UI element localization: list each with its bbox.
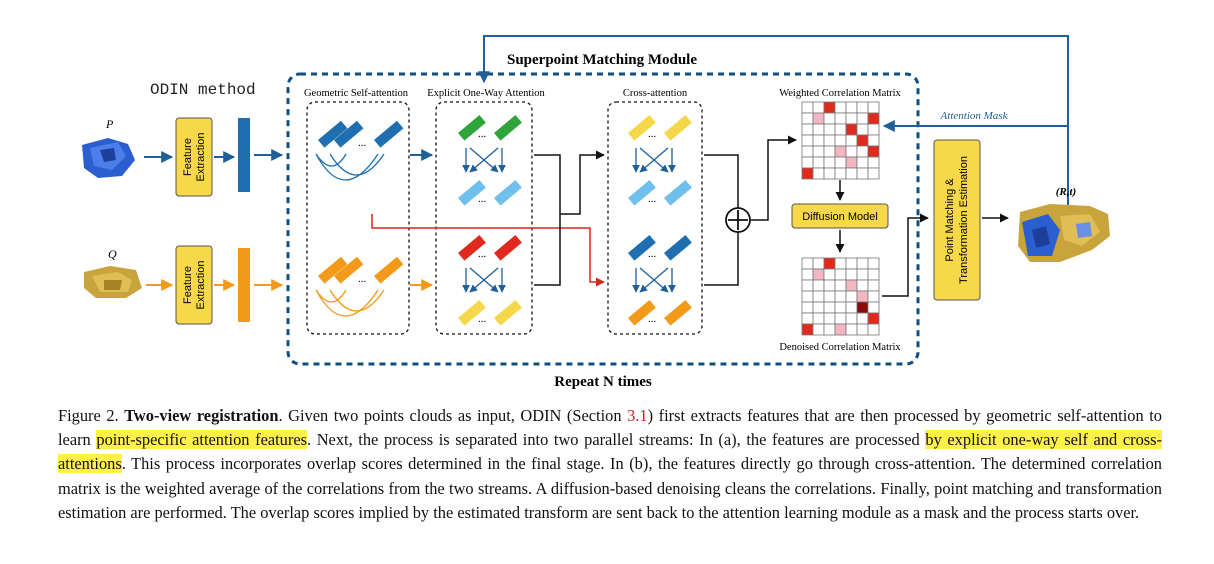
caption-part-1: . Given two points clouds as input, ODIN… xyxy=(278,406,628,425)
red-branch-line xyxy=(371,214,605,287)
denoised-correlation-matrix xyxy=(801,257,880,336)
arrow-denoised-to-pm xyxy=(882,213,929,297)
svg-text:Point Matching &: Point Matching & xyxy=(944,178,956,262)
figure-caption: Figure 2. Two-view registration. Given t… xyxy=(58,404,1162,525)
explicit-attention-box xyxy=(435,101,533,335)
merge-line-top xyxy=(534,150,605,215)
attention-mask-label: Attention Mask xyxy=(940,110,1009,122)
cross-top-stream: ... ... xyxy=(628,115,692,206)
svg-text:...: ... xyxy=(358,137,367,149)
geo-blue-tokens: ... xyxy=(315,120,404,181)
merge-line-bottom xyxy=(534,214,561,286)
odin-method-label: ODIN method xyxy=(150,81,256,99)
superpoint-matching-module-box xyxy=(286,72,920,366)
registered-point-cloud xyxy=(1018,204,1110,262)
arrow-sum-to-matrix xyxy=(751,135,797,221)
cross-attention-title: Cross-attention xyxy=(623,88,688,99)
svg-text:Transformation Estimation: Transformation Estimation xyxy=(958,156,970,284)
explicit-attention-title: Explicit One-Way Attention xyxy=(427,88,545,99)
geo-self-attention-title: Geometric Self-attention xyxy=(304,88,409,99)
caption-highlight-1: point-specific attention features xyxy=(96,430,307,450)
feature-extraction-top: Feature Extraction xyxy=(175,117,213,197)
point-cloud-p xyxy=(82,138,135,178)
svg-text:...: ... xyxy=(478,313,487,325)
point-matching-box: Point Matching & Transformation Estimati… xyxy=(933,139,981,301)
diffusion-model-box: Diffusion Model xyxy=(791,203,889,229)
caption-part-2: ) first extracts features that are then … xyxy=(58,406,1162,450)
cross-bottom-stream: ... ... xyxy=(628,235,692,326)
feature-bar-p xyxy=(238,118,250,192)
caption-part-3: . Next, the process is separated into tw… xyxy=(306,430,926,450)
repeat-label: Repeat N times xyxy=(554,374,652,390)
svg-text:Diffusion Model: Diffusion Model xyxy=(802,211,878,223)
cross-attention-box xyxy=(607,101,703,335)
smm-title: Superpoint Matching Module xyxy=(507,52,697,68)
svg-text:...: ... xyxy=(358,273,367,285)
svg-text:...: ... xyxy=(648,313,657,325)
feature-extraction-bottom: Feature Extraction xyxy=(175,245,213,325)
feature-bar-q xyxy=(238,248,250,322)
input-q-label: Q xyxy=(108,247,117,261)
point-cloud-q xyxy=(84,266,142,298)
svg-text:...: ... xyxy=(648,128,657,140)
caption-part-4: . This process incorporates overlap scor… xyxy=(58,454,1162,522)
svg-text:Feature: Feature xyxy=(182,138,194,176)
svg-text:...: ... xyxy=(648,193,657,205)
svg-text:Extraction: Extraction xyxy=(195,133,207,182)
output-rt-label: (R,t) xyxy=(1056,186,1076,198)
svg-text:Extraction: Extraction xyxy=(195,261,207,310)
weighted-matrix-title: Weighted Correlation Matrix xyxy=(779,88,901,99)
caption-title: Two-view registration xyxy=(124,406,279,425)
svg-text:...: ... xyxy=(478,193,487,205)
weighted-correlation-matrix xyxy=(801,101,880,180)
section-reference-link[interactable]: 3.1 xyxy=(627,406,648,425)
figure-diagram: ODIN method P Q Feature Extraction Featu… xyxy=(82,35,1110,390)
svg-text:...: ... xyxy=(648,248,657,260)
explicit-bottom-stream: ... ... xyxy=(458,235,522,326)
sum-operator-icon xyxy=(725,207,751,233)
explicit-top-stream: ... ... xyxy=(458,115,522,206)
svg-text:...: ... xyxy=(478,248,487,260)
feedback-loop-line xyxy=(478,35,1069,205)
caption-label: Figure 2. xyxy=(58,406,119,425)
denoised-matrix-title: Denoised Correlation Matrix xyxy=(779,342,901,353)
svg-text:...: ... xyxy=(478,128,487,140)
geo-orange-tokens: ... xyxy=(315,256,404,317)
input-p-label: P xyxy=(105,117,114,131)
geo-self-attention-box xyxy=(306,101,410,335)
svg-text:Feature: Feature xyxy=(182,266,194,304)
